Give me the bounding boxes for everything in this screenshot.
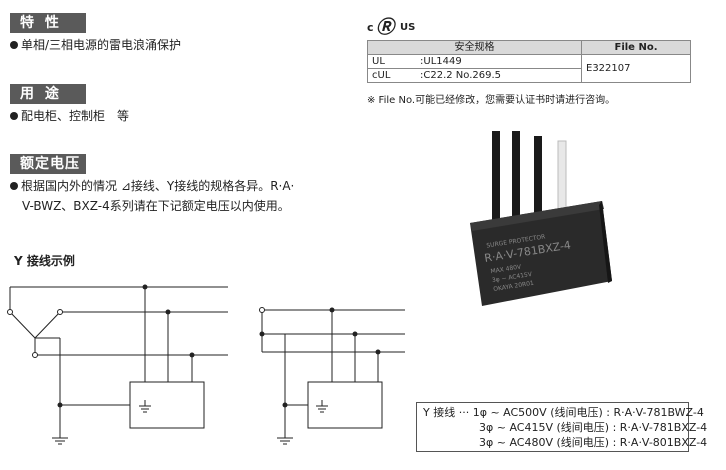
cert-file-number: E322107	[581, 54, 691, 83]
features-title: 特 性	[20, 15, 62, 31]
legend-line-1: Y 接线 ··· 1φ ~ AC500V (线间电压) : R·A·V-781B…	[423, 406, 704, 419]
usage-item-text: 配电柜、控制柜 等	[21, 109, 130, 123]
cert-row-value: :C22.2 No.269.5	[416, 68, 582, 83]
logo-us: US	[400, 22, 416, 33]
logo-c: c	[367, 21, 374, 34]
cert-row-value: :UL1449	[416, 54, 582, 69]
product-label-3: MAX 480V	[490, 263, 522, 275]
model-legend-box: Y 接线 ··· 1φ ~ AC500V (线间电压) : R·A·V-781B…	[416, 402, 708, 452]
cert-note: ※ File No.可能已经修改，您需要认证书时请进行咨询。	[367, 95, 616, 106]
features-item-text: 单相/三相电源的雷电浪涌保护	[21, 38, 182, 52]
bullet-icon	[10, 41, 18, 49]
usage-item: 配电柜、控制柜 等	[10, 107, 129, 125]
surge-protector-image: SURGE PROTECTOR R·A·V-781BXZ-4 MAX 480V …	[470, 131, 612, 306]
bullet-icon	[10, 112, 18, 120]
cert-row-label: cUL	[367, 68, 416, 83]
diagram-title: Y 接线示例	[14, 254, 75, 268]
cert-header-standard: 安全规格	[367, 40, 582, 55]
certification-table: 安全规格 File No. UL :UL1449 E322107 cUL :C2…	[367, 40, 691, 83]
usage-title: 用 途	[20, 86, 62, 102]
features-item: 单相/三相电源的雷电浪涌保护	[10, 36, 181, 54]
rated-voltage-text: 根据国内外的情况 ⊿接线、Y接线的规格各异。R·A· V-BWZ、BXZ-4系列…	[10, 177, 294, 215]
usage-header: 用 途	[10, 84, 86, 104]
rated-voltage-line-1: 根据国内外的情况 ⊿接线、Y接线的规格各异。R·A·	[21, 179, 295, 193]
legend-line-2: 3φ ~ AC415V (线间电压) : R·A·V-781BXZ-4	[479, 421, 708, 434]
rated-voltage-line-2: V-BWZ、BXZ-4系列请在下记额定电压以内使用。	[22, 199, 290, 213]
ur-mark-icon: Ⓡ	[376, 17, 394, 38]
bullet-icon	[10, 182, 18, 190]
legend-line-3: 3φ ~ AC480V (线间电压) : R·A·V-801BXZ-4	[479, 436, 708, 449]
y-connection-diagram	[7, 284, 405, 445]
features-header: 特 性	[10, 13, 86, 33]
rated-voltage-title: 额定电压	[20, 156, 80, 172]
rated-voltage-header: 额定电压	[10, 154, 86, 174]
cert-row-label: UL	[367, 54, 416, 69]
cert-header-fileno: File No.	[581, 40, 691, 55]
